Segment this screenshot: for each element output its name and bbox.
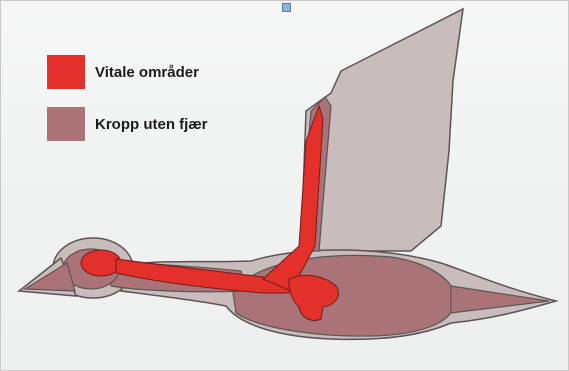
legend-item-vital: Vitale områder: [47, 55, 208, 89]
legend: Vitale områder Kropp uten fjær: [47, 55, 208, 159]
legend-swatch-spacer: [47, 55, 85, 89]
legend-item-body: Kropp uten fjær: [47, 107, 208, 141]
legend-label-body: Kropp uten fjær: [95, 116, 208, 133]
legend-label-vital: Vitale områder: [95, 64, 199, 81]
legend-swatch-spacer: [47, 107, 85, 141]
vital-brain: [81, 250, 121, 276]
